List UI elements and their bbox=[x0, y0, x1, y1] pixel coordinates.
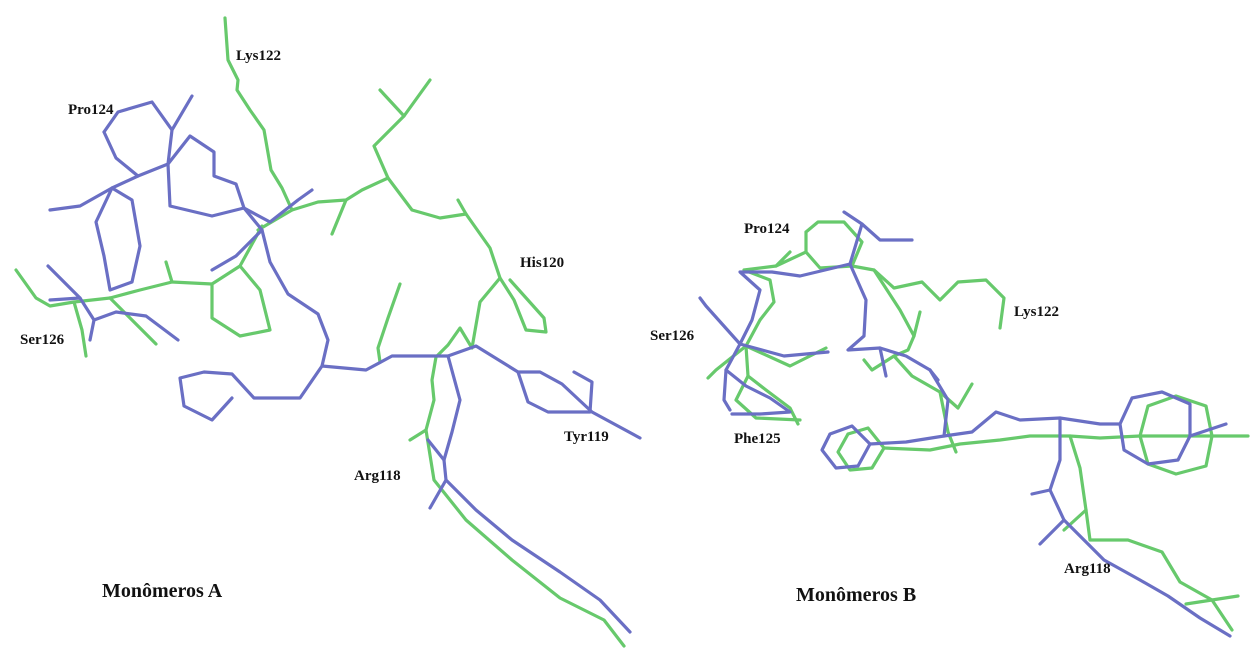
b-green-arg118-stub-3 bbox=[1184, 598, 1214, 606]
panel-b-green-chain bbox=[706, 220, 1250, 632]
a-blue-arg118 bbox=[442, 354, 632, 634]
a-blue-arg118-stub bbox=[426, 438, 446, 462]
b-green-upper-stub bbox=[774, 250, 792, 268]
a-green-backbone-upper bbox=[256, 176, 502, 359]
panel-b: Pro124 Lys122 Ser126 Phe125 Arg118 Monôm… bbox=[650, 210, 1250, 638]
a-blue-tyr119-ring bbox=[516, 370, 594, 414]
a-green-arg118-stub bbox=[376, 282, 402, 364]
a-green-arg118-stub-2 bbox=[408, 428, 428, 442]
label-a-arg118: Arg118 bbox=[354, 468, 401, 484]
label-b-arg118: Arg118 bbox=[1064, 561, 1111, 577]
b-blue-arg118 bbox=[1048, 416, 1232, 638]
a-green-side-stub-2 bbox=[456, 198, 468, 216]
a-blue-ring-2 bbox=[166, 134, 246, 210]
b-blue-ser126-branch-2 bbox=[738, 342, 830, 358]
label-a-his120: His120 bbox=[520, 255, 564, 271]
a-green-arg118-backbone bbox=[424, 355, 626, 648]
label-b-phe125: Phe125 bbox=[734, 431, 781, 447]
panel-a-title: Monômeros A bbox=[102, 580, 223, 602]
b-green-mid-stub-2 bbox=[912, 310, 922, 338]
b-blue-mid-stub-2 bbox=[928, 368, 940, 382]
panel-b-blue-chain bbox=[698, 210, 1232, 638]
a-green-top-branch bbox=[372, 88, 406, 180]
b-blue-five-ring bbox=[820, 424, 872, 470]
a-green-lys122-sidechain bbox=[223, 16, 294, 212]
b-green-phe125 bbox=[734, 374, 802, 422]
b-blue-ser126-branch bbox=[698, 296, 742, 346]
b-blue-mid-stub bbox=[878, 346, 888, 378]
b-green-arg118-stub bbox=[1062, 508, 1088, 532]
a-blue-backbone-a bbox=[48, 174, 140, 212]
a-green-top-branch-2 bbox=[402, 78, 432, 118]
b-green-arg118 bbox=[1068, 434, 1234, 632]
a-blue-ser126-left bbox=[46, 264, 82, 300]
label-a-tyr119: Tyr119 bbox=[564, 429, 609, 445]
a-blue-pro124-ring bbox=[102, 100, 174, 178]
a-blue-mid-branch bbox=[320, 344, 642, 440]
label-a-lys122: Lys122 bbox=[236, 48, 281, 64]
b-blue-upper bbox=[722, 222, 864, 412]
b-blue-arg118-stub bbox=[1030, 488, 1052, 496]
b-blue-arg118-stub-2 bbox=[1038, 518, 1066, 546]
a-green-his120-ring bbox=[498, 276, 548, 334]
b-green-pro124-ring bbox=[804, 220, 864, 270]
a-blue-ser126-right bbox=[92, 310, 180, 342]
label-b-ser126: Ser126 bbox=[650, 328, 695, 344]
label-a-pro124: Pro124 bbox=[68, 102, 114, 118]
a-blue-arom-ring bbox=[94, 186, 142, 292]
label-b-lys122: Lys122 bbox=[1014, 304, 1059, 320]
a-blue-ser126 bbox=[48, 296, 96, 342]
b-green-lys122 bbox=[850, 264, 1006, 330]
panel-a: Lys122 Pro124 His120 Ser126 Tyr119 Arg11… bbox=[14, 16, 642, 648]
a-blue-pro124-link bbox=[170, 94, 194, 132]
a-green-link-left bbox=[14, 268, 214, 308]
panel-a-blue-chain bbox=[46, 94, 642, 634]
a-blue-arg118-stub-2 bbox=[428, 478, 448, 510]
a-blue-upper-link bbox=[242, 188, 314, 224]
b-blue-mid bbox=[846, 262, 950, 438]
b-blue-pro124-ring bbox=[842, 210, 914, 242]
a-green-ser126 bbox=[72, 300, 88, 358]
b-blue-long-backbone bbox=[868, 410, 1122, 446]
a-blue-backbone-b bbox=[166, 162, 330, 422]
b-green-backbone bbox=[742, 250, 808, 426]
b-blue-right-ring-tail bbox=[1188, 422, 1228, 438]
b-green-mid-stub bbox=[862, 354, 896, 372]
b-green-five-ring bbox=[836, 426, 886, 472]
label-b-pro124: Pro124 bbox=[744, 221, 790, 237]
b-green-right-ring bbox=[1138, 394, 1214, 476]
a-green-side-stub bbox=[330, 198, 348, 236]
a-blue-link-down bbox=[210, 228, 264, 272]
panel-b-title: Monômeros B bbox=[796, 584, 916, 606]
b-blue-phe125 bbox=[724, 368, 792, 416]
label-a-ser126: Ser126 bbox=[20, 332, 65, 348]
b-green-arg118-stub-2 bbox=[1210, 594, 1240, 602]
a-green-ser126-branch bbox=[108, 296, 158, 346]
a-green-pro-ring bbox=[210, 224, 272, 338]
panel-a-green-chain bbox=[14, 16, 626, 648]
a-green-stub-ch bbox=[164, 260, 174, 284]
